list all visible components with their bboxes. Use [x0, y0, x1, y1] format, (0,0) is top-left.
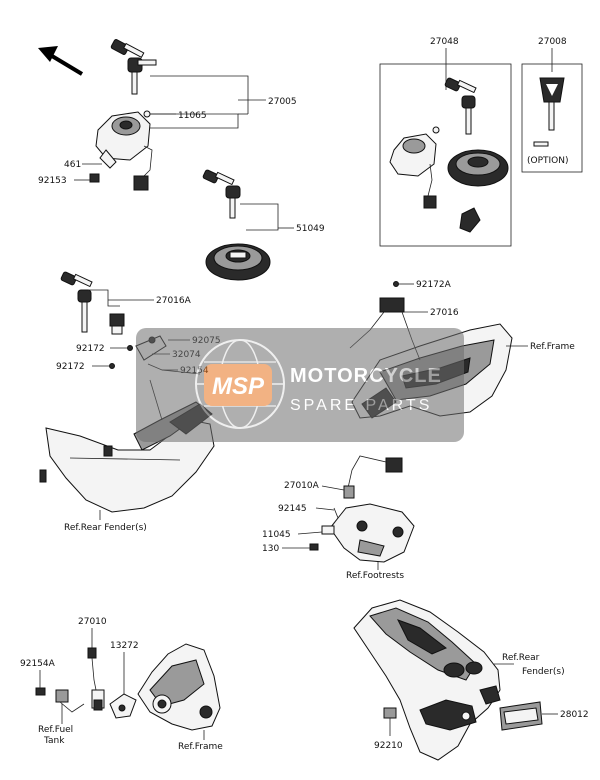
seat-lock-key-set [60, 271, 93, 333]
screw-icon [127, 345, 133, 351]
part-number-28012: 28012 [560, 710, 589, 720]
option-label: (OPTION) [527, 156, 569, 166]
part-number-27010: 27010 [78, 617, 107, 627]
bracket-plate-icon [321, 525, 335, 535]
watermark-band [136, 328, 464, 442]
ref-footrests: Ref.Footrests [346, 571, 404, 581]
part-number-92172-upper: 92172 [76, 344, 105, 354]
part-number-11045: 11045 [262, 530, 291, 540]
key-icon [444, 77, 477, 94]
spring-icon [331, 507, 339, 527]
part-number-92145: 92145 [278, 504, 307, 514]
ignition-switch-body [95, 110, 153, 191]
frame-lower-section [137, 643, 221, 731]
ref-rear-fender-right-line2: Fender(s) [522, 667, 565, 677]
kit-fuel-cap [447, 149, 509, 187]
ref-rear-fender-right-line1: Ref.Rear [502, 653, 540, 663]
bracket-13272 [109, 693, 137, 719]
bolt-icon [309, 543, 319, 551]
key-icon [77, 289, 92, 333]
part-number-92172-lower: 92172 [56, 362, 85, 372]
ref-rear-fender-left: Ref.Rear Fender(s) [64, 523, 147, 533]
watermark-logo-badge [204, 364, 272, 406]
watermark: MSP MOTORCYCLE SPARE PARTS [136, 328, 464, 442]
front-direction-arrow-icon [38, 46, 84, 76]
watermark-line1: MOTORCYCLE [290, 365, 442, 387]
rear-fender-right [353, 599, 501, 761]
part-number-11065: 11065 [178, 111, 207, 121]
part-number-92154A: 92154A [20, 659, 56, 669]
sidestand-switch-27010A [343, 455, 403, 499]
kit-ignition-switch [389, 126, 440, 209]
kit-27048-box [379, 63, 512, 247]
option-tag-icon [533, 141, 549, 147]
ref-frame-bottom: Ref.Frame [178, 742, 223, 752]
license-plate-light-28012 [499, 701, 543, 731]
fuel-cap-key-set [202, 169, 241, 219]
part-number-27016A: 27016A [156, 296, 192, 306]
ref-fuel-tank-line1: Ref.Fuel [38, 725, 73, 735]
screw-icon [109, 363, 115, 369]
part-number-27048: 27048 [430, 37, 459, 47]
option-key-icon [539, 77, 565, 131]
part-number-92172A: 92172A [416, 280, 452, 290]
part-number-92210: 92210 [374, 741, 403, 751]
ref-frame-top: Ref.Frame [530, 342, 575, 352]
ignition-key-set-27005 [110, 39, 157, 95]
grommet-icon [383, 707, 397, 719]
bolt-icon [89, 173, 100, 183]
key-icon [461, 95, 476, 135]
bolt-icon [35, 687, 46, 696]
key-icon [127, 57, 157, 95]
watermark-line2: SPARE PARTS [290, 397, 432, 414]
watermark-logo-text: MSP [212, 373, 265, 400]
neutral-switch-27010 [87, 647, 105, 711]
part-number-27010A: 27010A [284, 481, 320, 491]
part-number-27008: 27008 [538, 37, 567, 47]
part-number-13272: 13272 [110, 641, 139, 651]
kit-key-set [444, 77, 477, 135]
part-number-51049: 51049 [296, 224, 325, 234]
part-number-92153: 92153 [38, 176, 67, 186]
key-icon [110, 39, 145, 59]
key-icon [225, 185, 241, 219]
ref-fuel-tank-line2: Tank [43, 736, 65, 746]
part-number-27005: 27005 [268, 97, 297, 107]
seat-lock-cylinder [109, 313, 125, 335]
part-number-130: 130 [262, 544, 279, 554]
part-number-27016: 27016 [430, 308, 459, 318]
key-icon [60, 271, 93, 288]
fuel-cap [205, 243, 271, 281]
key-icon [202, 169, 235, 186]
part-number-461: 461 [64, 160, 81, 170]
footrest-bracket [329, 503, 415, 563]
fuel-tank-bracket [55, 689, 85, 713]
kit-seat-lock [459, 207, 481, 233]
